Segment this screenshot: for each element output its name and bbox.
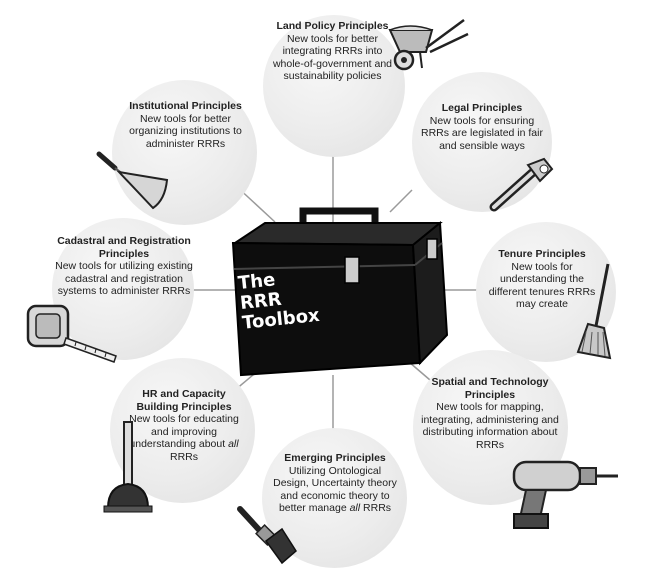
principle-institutional: Institutional Principles New tools for b… <box>118 100 253 150</box>
principle-desc: New tools for mapping, integrating, admi… <box>420 401 560 451</box>
principle-title: Land Policy Principles <box>270 20 395 33</box>
principle-legal: Legal Principles New tools for ensuring … <box>418 102 546 152</box>
principle-title: Cadastral and Registration Principles <box>55 235 193 260</box>
tape-measure-icon <box>22 298 122 368</box>
wheelbarrow-icon <box>382 8 472 78</box>
principle-title: HR and Capacity Building Principles <box>120 388 248 413</box>
principle-desc-emphasis: all <box>350 502 361 514</box>
principle-title: Institutional Principles <box>118 100 253 113</box>
principle-title: Tenure Principles <box>486 248 598 261</box>
principle-title: Emerging Principles <box>270 452 400 465</box>
principle-desc-end: RRRs <box>170 451 198 463</box>
wrench-icon <box>488 155 558 215</box>
principle-desc-emphasis: all <box>228 438 239 450</box>
principle-desc: New tools for better organizing institut… <box>118 113 253 151</box>
drill-icon <box>500 452 620 532</box>
principle-desc-end: RRRs <box>360 502 391 514</box>
principle-title: Legal Principles <box>418 102 546 115</box>
principle-desc: New tools for better integrating RRRs in… <box>270 33 395 83</box>
principle-spatial: Spatial and Technology Principles New to… <box>420 376 560 451</box>
principle-desc: New tools for ensuring RRRs are legislat… <box>418 115 546 153</box>
broom-icon <box>572 262 616 362</box>
toolbox-label: The RRR Toolbox <box>237 266 321 334</box>
plunger-icon <box>98 420 158 515</box>
trowel-icon <box>95 150 175 220</box>
paintbrush-icon <box>232 505 302 567</box>
principle-desc: New tools for utilizing existing cadastr… <box>55 260 193 298</box>
principle-cadastral: Cadastral and Registration Principles Ne… <box>55 235 193 298</box>
principle-land-policy: Land Policy Principles New tools for bet… <box>270 20 395 83</box>
